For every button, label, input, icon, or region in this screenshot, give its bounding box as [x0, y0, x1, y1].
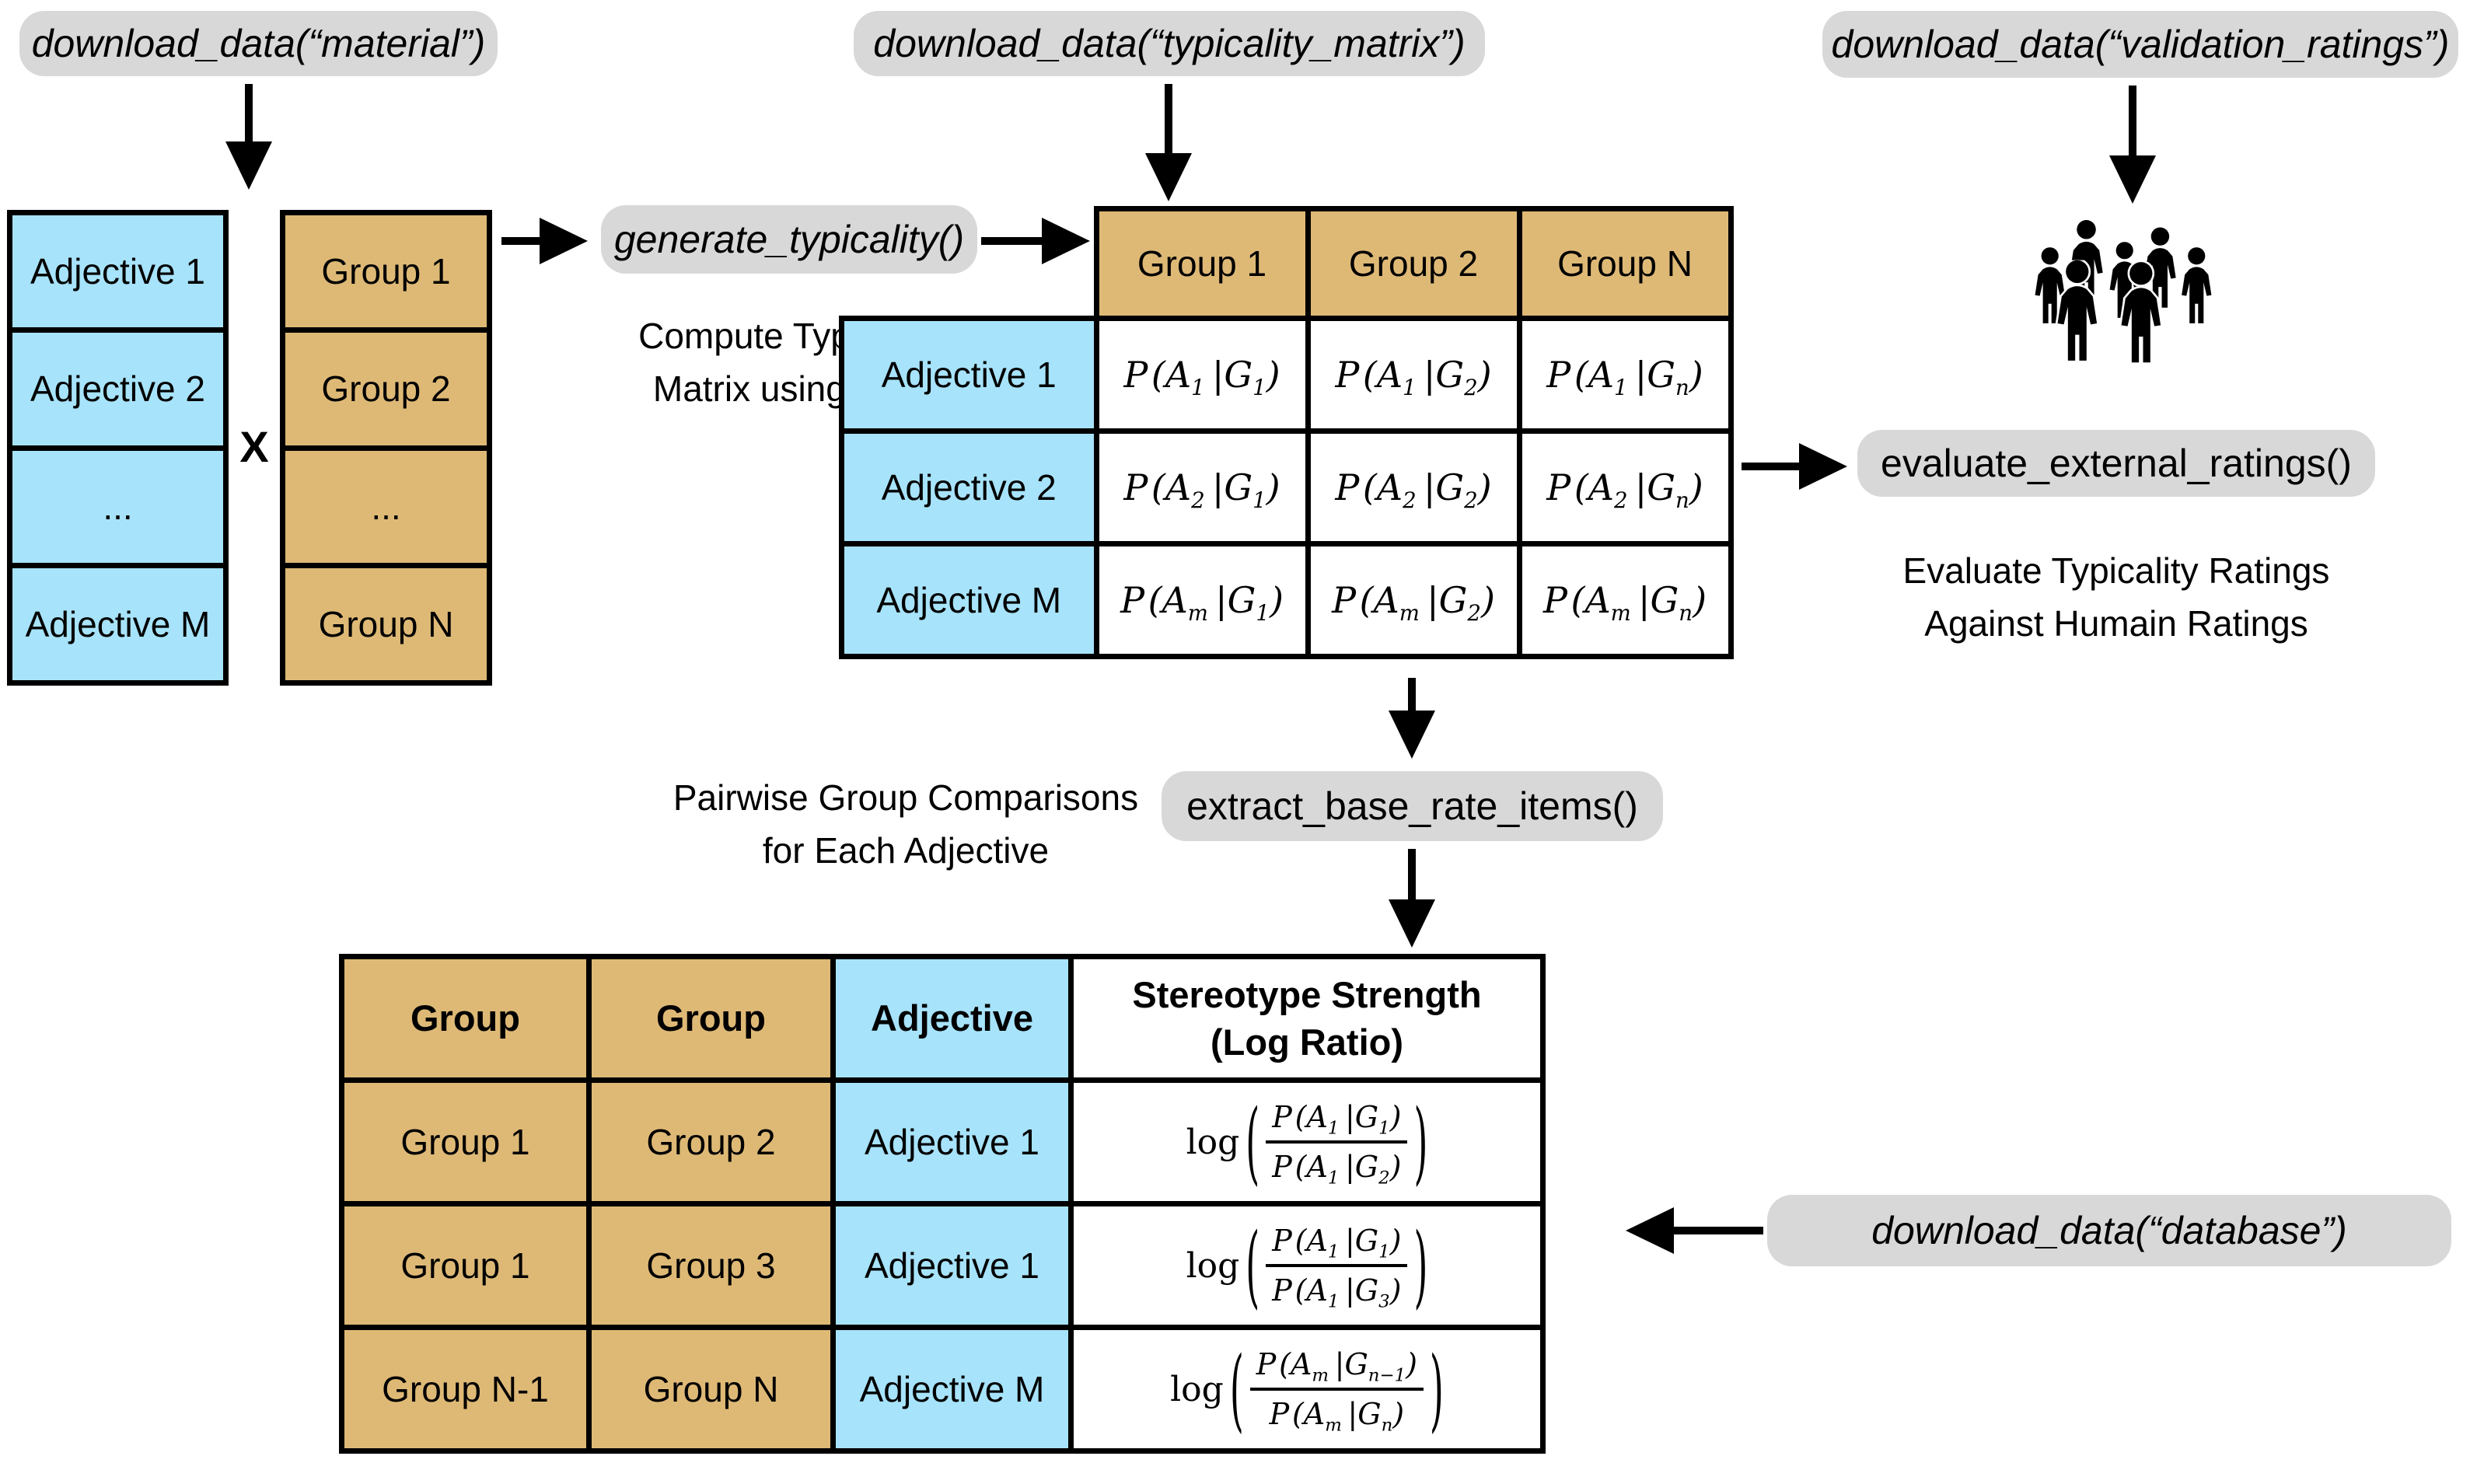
- log-ratio-formula: log ( P (A1 |G1) P (A1 |G2) ): [1186, 1090, 1428, 1195]
- log-operator: log: [1170, 1369, 1224, 1409]
- log-operator: log: [1186, 1245, 1240, 1286]
- matrix-cell: P (A2 |G1): [1093, 428, 1311, 546]
- probability-formula: P (A1 |G1): [1123, 354, 1280, 401]
- group-list-item: Group N: [285, 562, 487, 680]
- log-ratio-cell: log ( P (A1 |G1) P (A1 |G3) ): [1068, 1201, 1546, 1330]
- log-operator: log: [1186, 1122, 1240, 1162]
- caption-pairwise-comparisons: Pairwise Group Comparisons for Each Adje…: [657, 771, 1155, 877]
- log-ratio-formula: log ( P (A1 |G1) P (A1 |G3) ): [1186, 1213, 1428, 1318]
- log-ratio-cell: log ( P (A1 |G1) P (A1 |G2) ): [1068, 1077, 1546, 1206]
- probability-formula: P (A2 |Gn): [1546, 466, 1703, 514]
- left-paren: (: [1245, 1089, 1260, 1195]
- left-paren: (: [1229, 1336, 1244, 1442]
- matrix-col-header: Group 1: [1093, 206, 1311, 321]
- caption-line: for Each Adjective: [762, 830, 1050, 871]
- header-line: (Log Ratio): [1211, 1021, 1403, 1063]
- table-row: Group 1 Group 2 Adjective 1 log ( P (A1 …: [339, 1077, 1546, 1206]
- typicality-matrix-table: Group 1 Group 2 Group N Adjective 1 P (A…: [839, 206, 1734, 659]
- matrix-cell: P (A2 |G2): [1305, 428, 1522, 546]
- log-ratio-cell: log ( P (Am |Gn−1) P (Am |Gn) ): [1068, 1325, 1546, 1454]
- group-a-cell: Group 1: [339, 1201, 592, 1330]
- table-header-adjective: Adjective: [830, 954, 1074, 1083]
- adjective-list-item: Adjective 1: [30, 251, 205, 292]
- matrix-cell: P (A2 |Gn): [1516, 428, 1734, 546]
- right-paren: ): [1413, 1213, 1428, 1318]
- group-list-item: Group 1: [321, 251, 451, 292]
- adjective-list-item: Adjective 2: [12, 327, 223, 445]
- probability-formula: P (Am |G2): [1332, 579, 1495, 627]
- log-ratio-formula: log ( P (Am |Gn−1) P (Am |Gn) ): [1170, 1337, 1444, 1442]
- group-a-cell: Group 1: [339, 1077, 592, 1206]
- base-rate-table: Group Group Adjective Stereotype Strengt…: [339, 954, 1546, 1454]
- caption-evaluate-ratings: Evaluate Typicality Ratings Against Huma…: [1858, 544, 2374, 650]
- group-list-ellipsis: ...: [285, 445, 487, 563]
- probability-formula: P (A1 |Gn): [1546, 354, 1703, 401]
- numerator: P (Am |Gn−1): [1249, 1346, 1424, 1391]
- fraction: P (Am |Gn−1) P (Am |Gn): [1249, 1346, 1424, 1436]
- probability-formula: P (Am |Gn): [1542, 579, 1707, 627]
- matrix-col-header: Group N: [1516, 206, 1734, 321]
- adjective-cell: Adjective 1: [830, 1077, 1074, 1206]
- group-b-cell: Group 2: [586, 1077, 836, 1206]
- denominator: P (A1 |G2): [1272, 1150, 1402, 1189]
- matrix-cell: P (A1 |G2): [1305, 316, 1522, 434]
- adjective-cell: Adjective M: [830, 1325, 1074, 1454]
- adjective-list: Adjective 1 Adjective 2 ... Adjective M: [7, 210, 229, 686]
- group-list: Group 1 Group 2 ... Group N: [280, 210, 492, 686]
- right-paren: ): [1429, 1336, 1444, 1442]
- pill-evaluate-external-ratings: evaluate_external_ratings(): [1857, 430, 2375, 497]
- pill-download-database: download_data(“database”): [1767, 1195, 2451, 1266]
- pill-generate-typicality: generate_typicality(): [601, 205, 977, 274]
- pill-extract-base-rate-items: extract_base_rate_items(): [1162, 771, 1663, 841]
- fraction: P (A1 |G1) P (A1 |G2): [1266, 1098, 1408, 1189]
- person-icon: [2182, 247, 2211, 323]
- probability-formula: P (A2 |G1): [1123, 466, 1280, 514]
- right-paren: ): [1413, 1089, 1428, 1195]
- pill-download-material: download_data(“material”): [19, 11, 498, 76]
- matrix-col-header: Group 2: [1305, 206, 1522, 321]
- matrix-cell: P (Am |G2): [1305, 541, 1522, 659]
- probability-formula: P (A1 |G2): [1335, 354, 1492, 401]
- adjective-list-ellipsis: ...: [12, 445, 223, 563]
- probability-formula: P (A2 |G2): [1335, 466, 1492, 514]
- numerator: P (A1 |G1): [1266, 1098, 1408, 1144]
- adjective-cell: Adjective 1: [830, 1201, 1074, 1330]
- pill-download-validation-ratings: download_data(“validation_ratings”): [1822, 11, 2458, 78]
- matrix-row-header: Adjective M: [839, 541, 1099, 659]
- cross-product-symbol: X: [239, 422, 269, 471]
- matrix-cell: P (A1 |G1): [1093, 316, 1311, 434]
- header-line: Stereotype Strength: [1132, 973, 1482, 1015]
- table-header-group-a: Group: [339, 954, 592, 1083]
- matrix-row-header: Adjective 1: [839, 316, 1099, 434]
- caption-line: Against Humain Ratings: [1924, 603, 2308, 644]
- group-list-item: Group 2: [285, 327, 487, 445]
- matrix-row-header: Adjective 2: [839, 428, 1099, 546]
- table-header-group-b: Group: [586, 954, 836, 1083]
- left-paren: (: [1245, 1213, 1260, 1318]
- adjective-list-item: Adjective M: [12, 562, 223, 680]
- numerator: P (A1 |G1): [1266, 1222, 1408, 1267]
- denominator: P (A1 |G3): [1272, 1273, 1402, 1312]
- caption-line: Evaluate Typicality Ratings: [1902, 550, 2330, 591]
- caption-line: Pairwise Group Comparisons: [673, 777, 1139, 818]
- denominator: P (Am |Gn): [1269, 1397, 1405, 1436]
- group-b-cell: Group N: [586, 1325, 836, 1454]
- matrix-cell: P (A1 |Gn): [1516, 316, 1734, 434]
- matrix-cell: P (Am |Gn): [1516, 541, 1734, 659]
- table-row: Group N-1 Group N Adjective M log ( P (A…: [339, 1325, 1546, 1454]
- group-a-cell: Group N-1: [339, 1325, 592, 1454]
- probability-formula: P (Am |G1): [1120, 579, 1284, 627]
- group-b-cell: Group 3: [586, 1201, 836, 1330]
- matrix-cell: P (Am |G1): [1093, 541, 1311, 659]
- matrix-empty-corner: [842, 209, 1097, 319]
- fraction: P (A1 |G1) P (A1 |G3): [1266, 1222, 1408, 1312]
- crowd-icon: [2031, 215, 2227, 374]
- pill-download-typicality-matrix: download_data(“typicality_matrix”): [854, 11, 1485, 76]
- table-row: Group 1 Group 3 Adjective 1 log ( P (A1 …: [339, 1201, 1546, 1330]
- table-header-strength: Stereotype Strength (Log Ratio): [1068, 954, 1546, 1083]
